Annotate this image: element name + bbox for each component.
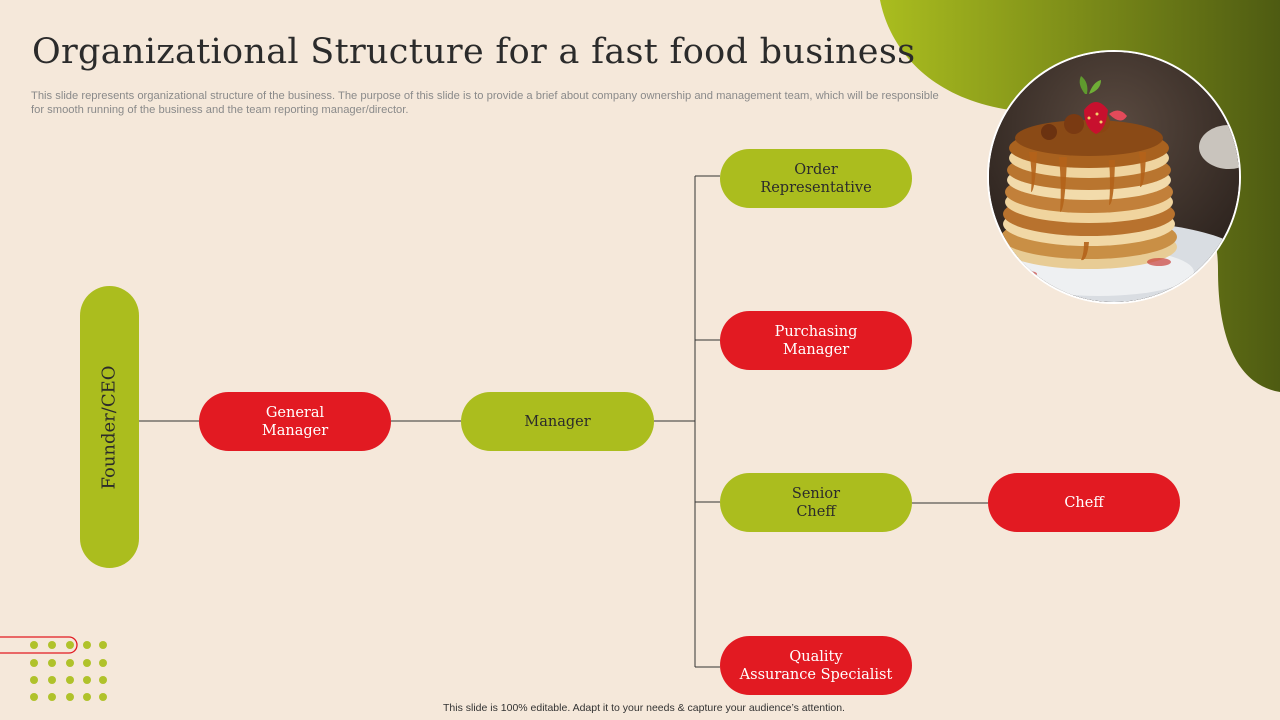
node-purchasing-manager[interactable]: Purchasing Manager [720,311,912,370]
slide-title: Organizational Structure for a fast food… [32,32,916,72]
node-cheff[interactable]: Cheff [988,473,1180,532]
node-founder-ceo-label: Founder/CEO [99,364,121,490]
slide-footer-note: This slide is 100% editable. Adapt it to… [443,702,845,714]
node-manager[interactable]: Manager [461,392,654,451]
node-general-manager[interactable]: General Manager [199,392,391,451]
node-quality-assurance-specialist[interactable]: Quality Assurance Specialist [720,636,912,695]
slide-subtitle: This slide represents organizational str… [31,90,939,116]
node-order-representative[interactable]: Order Representative [720,149,912,208]
node-senior-cheff[interactable]: Senior Cheff [720,473,912,532]
pancake-stack-photo [987,50,1241,304]
node-founder-ceo[interactable]: Founder/CEO [80,286,139,568]
